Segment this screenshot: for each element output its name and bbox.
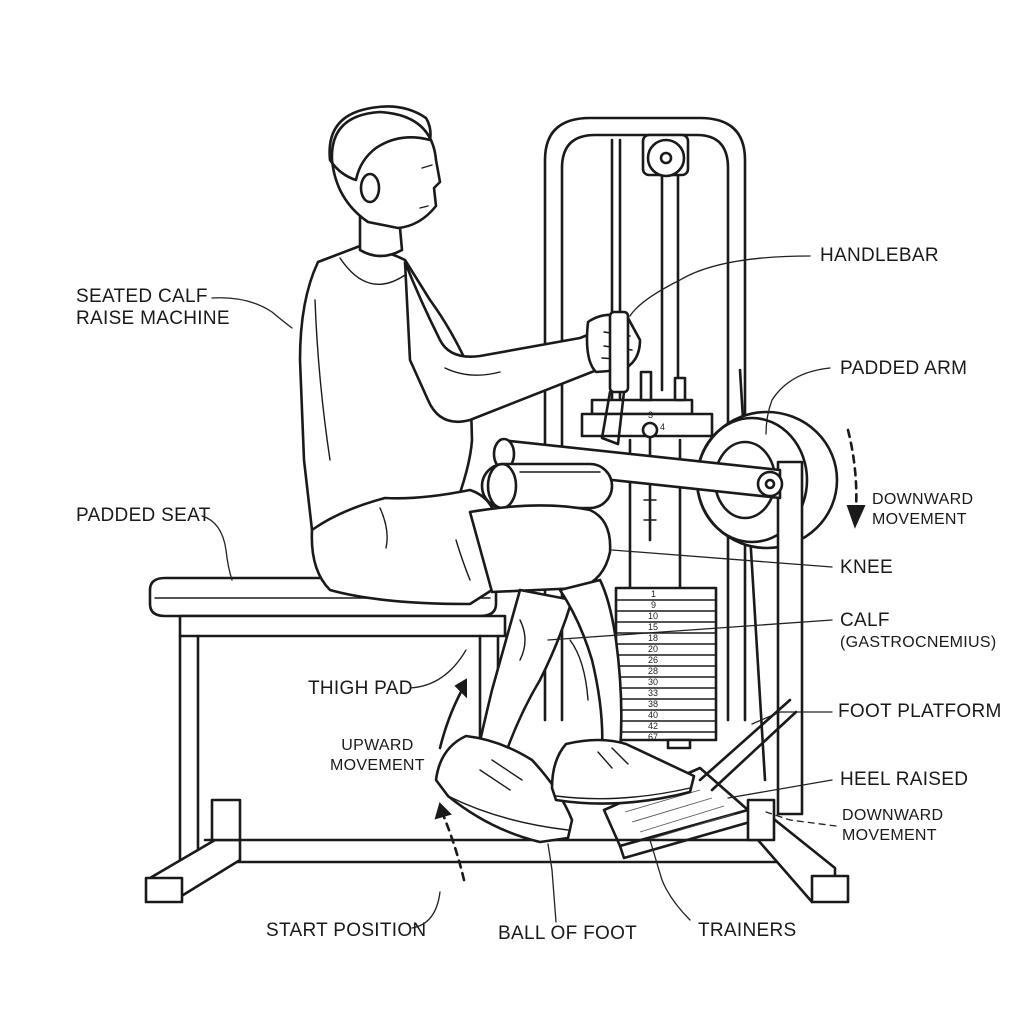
- label-downward-movement-bottom: DOWNWARD MOVEMENT: [842, 806, 943, 846]
- label-line: MOVEMENT: [842, 827, 937, 844]
- downward-arrow-top: [846, 428, 866, 529]
- weight-number: 67: [648, 732, 659, 742]
- weight-number: 15: [648, 622, 659, 632]
- weight-number: 30: [648, 677, 659, 687]
- bench: [148, 576, 782, 864]
- weight-number: 9: [651, 600, 657, 610]
- label-seated-calf-raise-machine: SEATED CALF RAISE MACHINE: [76, 286, 230, 330]
- label-line: MOVEMENT: [872, 511, 967, 528]
- weight-carriage: [580, 370, 714, 542]
- label-knee: KNEE: [840, 557, 893, 578]
- label-line: DOWNWARD: [872, 491, 974, 508]
- weight-number: 1: [651, 589, 657, 599]
- weight-number: 38: [648, 699, 659, 709]
- athlete: [298, 105, 696, 844]
- upward-arrow: [438, 678, 467, 750]
- label-line: MOVEMENT: [330, 757, 425, 774]
- label-calf: CALF (GASTROCNEMIUS): [840, 610, 997, 654]
- label-upward-movement: UPWARD MOVEMENT: [330, 736, 425, 776]
- weight-number: 20: [648, 644, 659, 654]
- pulley: [641, 133, 690, 178]
- label-trainers: TRAINERS: [698, 920, 797, 941]
- label-line: UPWARD: [341, 737, 414, 754]
- label-downward-movement-top: DOWNWARD MOVEMENT: [872, 490, 973, 530]
- right-post: [776, 460, 804, 816]
- label-heel-raised: HEEL RAISED: [840, 769, 969, 790]
- label-foot-platform: FOOT PLATFORM: [838, 701, 1002, 722]
- label-handlebar: HANDLEBAR: [820, 245, 939, 266]
- base-feet: [144, 798, 850, 904]
- weight-number: 33: [648, 688, 659, 698]
- weight-number: 10: [648, 611, 659, 621]
- weight-number: 28: [648, 666, 659, 676]
- label-start-position: START POSITION: [266, 920, 427, 941]
- label-line: CALF: [840, 610, 890, 631]
- weight-number: 40: [648, 710, 659, 720]
- label-ball-of-foot: BALL OF FOOT: [498, 923, 638, 944]
- weight-number: 42: [648, 721, 659, 731]
- label-padded-arm: PADDED ARM: [840, 358, 968, 379]
- leader-lines: [201, 255, 837, 929]
- machine-frame: [543, 116, 767, 782]
- lever-arm: [492, 437, 784, 500]
- weight-number: 18: [648, 633, 659, 643]
- weight-number: 26: [648, 655, 659, 665]
- label-line: DOWNWARD: [842, 807, 944, 824]
- weight-stack: [614, 586, 718, 750]
- pin-number: 4: [660, 422, 666, 432]
- label-line: (GASTROCNEMIUS): [840, 634, 997, 651]
- start-dashed-arrow: [434, 802, 466, 882]
- pin-number: 3: [648, 410, 654, 420]
- label-line: SEATED CALF: [76, 286, 208, 307]
- label-line: RAISE MACHINE: [76, 308, 230, 329]
- label-padded-seat: PADDED SEAT: [76, 505, 211, 526]
- label-thigh-pad: THIGH PAD: [308, 678, 413, 699]
- thigh-pad-roller: [480, 462, 614, 510]
